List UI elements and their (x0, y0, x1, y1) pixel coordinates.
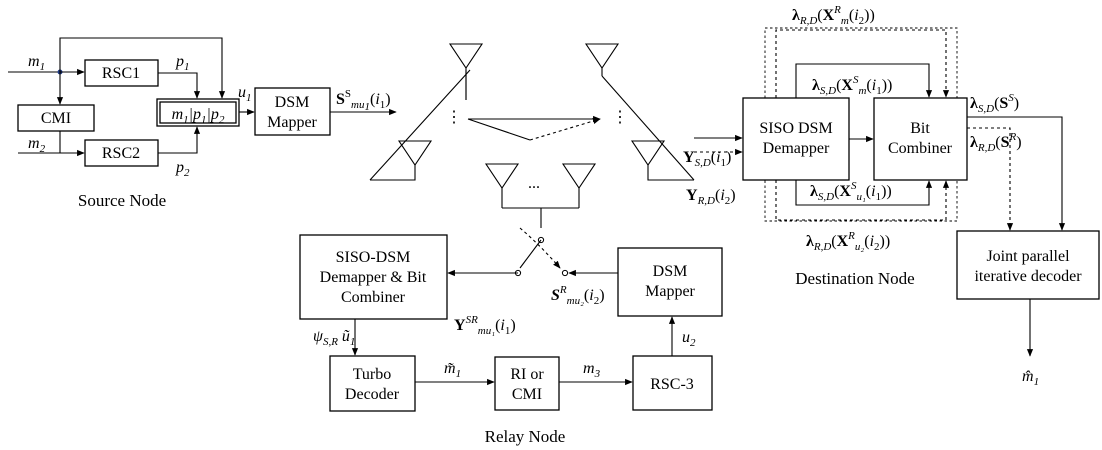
rx-antenna-bottom-mast (647, 165, 694, 181)
siso-dsm-demapper-label-1: SISO DSM (759, 120, 832, 137)
dsm-mapper-src-label-1: DSM (275, 94, 310, 111)
tx-antenna-bottom (397, 140, 433, 166)
bit-combiner-block (873, 97, 968, 181)
tx-antenna-bottom-mast (370, 165, 416, 181)
u2-label: u2 (682, 329, 696, 349)
tx-vertical-ellipsis: ⋮ (446, 109, 462, 126)
s-r-mu2-label: SRmu₂(i2) (551, 284, 605, 307)
relay-demapper-label-2: Demapper & Bit (320, 269, 427, 286)
m2-label: m2 (28, 135, 46, 155)
lambda-rd-xm-path (775, 29, 950, 98)
p1-line (158, 72, 201, 99)
siso-dsm-demapper-block (742, 97, 850, 181)
rx-array-slant (601, 75, 695, 181)
rsc3-block (632, 355, 713, 411)
rsc3-label: RSC-3 (650, 376, 694, 393)
relay-demapper-block (299, 234, 448, 320)
rx-antenna-bottom (630, 140, 666, 166)
rsc2-block (84, 139, 159, 167)
destination-node-label: Destination Node (795, 269, 914, 288)
relay-demapper-label-1: SISO-DSM (336, 249, 411, 266)
lambda-sd-ss-arrow (967, 116, 1066, 231)
rx-antenna-top (584, 43, 620, 69)
lambda-rd-sr-dashed-arrow (967, 127, 1014, 231)
y-sr-label: YSRmu₁(i1) (454, 314, 516, 337)
concat-block (156, 98, 240, 127)
dsm-mapper-src-label-2: Mapper (267, 114, 317, 131)
m1-input-label: m1 (28, 53, 45, 73)
rsc1-block (84, 59, 159, 87)
joint-decoder-label-2: iterative decoder (974, 268, 1082, 285)
ri-cmi-label-1: RI or (510, 366, 544, 383)
p1-label: p1 (175, 53, 190, 73)
turbo-decoder-label-1: Turbo (353, 366, 392, 383)
m1-hat-label: m̂1 (1022, 368, 1039, 388)
tx-array-slant (369, 69, 471, 181)
u1-label: u1 (238, 84, 252, 104)
p2-label: p2 (175, 159, 190, 179)
joint-decoder-block (956, 230, 1100, 300)
rsc2-label: RSC2 (102, 145, 140, 162)
relay-channel-dashed-arrow (529, 118, 601, 141)
channel-section: ⋮ ⋮ ... (369, 43, 695, 277)
destination-node: SISO DSM Demapper Bit Combiner Joint par… (683, 4, 1100, 388)
lambda-sd-xm-label: λS,D(XSm(i1)) (812, 74, 892, 97)
ri-cmi-block (494, 356, 560, 411)
dsm-mapper-src-block (254, 87, 331, 136)
tx-antenna-top (448, 43, 484, 69)
y-sd-label: YS,D(i1) (683, 149, 731, 169)
lambda-rd-xm-label: λR,D(XRm(i2)) (792, 4, 875, 27)
source-node-label: Source Node (78, 191, 166, 210)
ri-cmi-label-2: CMI (512, 386, 542, 403)
relay-channel-line (467, 118, 531, 141)
relay-dsm-mapper-label-1: DSM (653, 263, 688, 280)
psi-u1-label: ψS,R ũ1 (313, 328, 355, 348)
destination-dashed-boundary (764, 27, 958, 222)
turbo-decoder-block (329, 355, 416, 412)
lambda-rd-sr-label: λR,D(SR) (970, 131, 1022, 154)
switch-contact-b (561, 269, 569, 277)
p2-line (158, 126, 201, 154)
cmi-label: CMI (41, 110, 71, 127)
y-rd-label: YR,D(i2) (686, 187, 736, 207)
concat-inner-frame (159, 101, 237, 124)
relay-horizontal-ellipsis: ... (528, 175, 540, 192)
source-node: RSC1 CMI RSC2 m1|p1|p2 DSM Mapper m1 m2 … (8, 37, 397, 210)
relay-node-label: Relay Node (485, 427, 566, 446)
bit-combiner-label-1: Bit (910, 120, 930, 137)
m1-tilde-label: m̃1 (444, 360, 461, 380)
joint-decoder-label-1: Joint parallel (986, 248, 1070, 265)
lambda-sd-xu1-path (795, 180, 933, 206)
m1-to-concat-line (59, 37, 226, 99)
rsc1-label: RSC1 (102, 65, 140, 82)
relay-dsm-mapper-block (617, 247, 723, 317)
lambda-sd-ss-label: λS,D(SS) (970, 92, 1019, 115)
rx-vertical-ellipsis: ⋮ (612, 109, 628, 126)
turbo-decoder-label-2: Decoder (345, 386, 400, 403)
relay-antenna-right (561, 163, 597, 189)
switch-swing-arrow (519, 227, 561, 269)
relay-dsm-mapper-label-2: Mapper (645, 283, 695, 300)
relay-demapper-label-3: Combiner (341, 289, 406, 306)
s-mu1-label: SSmu1(i1) (336, 88, 391, 113)
cmi-block (17, 104, 95, 132)
relay-antenna-left (484, 163, 520, 189)
relay-node: SISO-DSM Demapper & Bit Combiner DSM Map… (299, 234, 723, 446)
lambda-rd-xu2-path (775, 180, 950, 221)
bit-combiner-label-2: Combiner (888, 140, 953, 157)
lambda-sd-xm-path (795, 63, 933, 98)
m3-label: m3 (583, 360, 601, 380)
siso-dsm-demapper-label-2: Demapper (763, 140, 830, 157)
lambda-rd-xu2-label: λR,D(XRu₂(i2)) (806, 230, 890, 253)
lambda-sd-xu1-label: λS,D(XSu₁(i1)) (810, 180, 892, 203)
